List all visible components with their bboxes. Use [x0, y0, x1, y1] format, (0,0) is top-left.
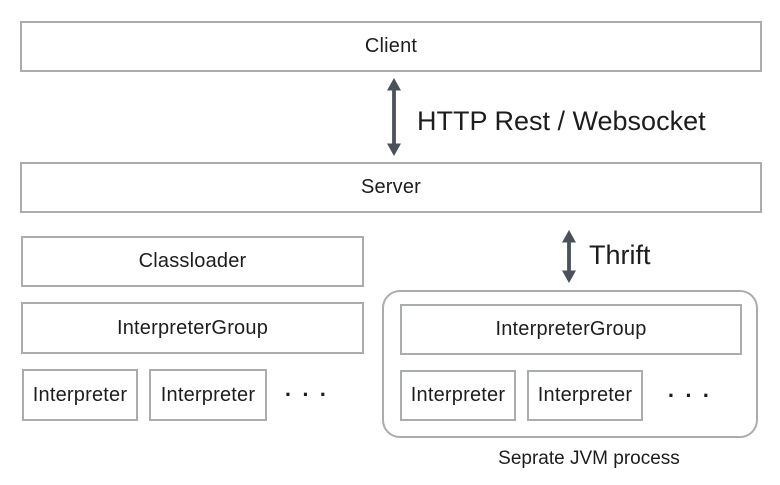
- arrow-shaft: [567, 240, 571, 273]
- interpreter-right-node-1: Interpreter: [400, 370, 516, 421]
- arrow-head-up: [562, 230, 576, 243]
- http-rest-websocket-label: HTTP Rest / Websocket: [417, 106, 706, 136]
- interpreter-right-label-2: Interpreter: [537, 384, 633, 406]
- interpreter-left-node-2: Interpreter: [149, 369, 267, 421]
- ellipsis-left: · · ·: [284, 382, 330, 407]
- classloader-node: Classloader: [21, 236, 364, 287]
- server-node-label: Server: [360, 176, 422, 198]
- thrift-label: Thrift: [589, 240, 651, 270]
- interpreter-group-left-label: InterpreterGroup: [116, 316, 269, 339]
- ellipsis-right: · · ·: [667, 382, 713, 408]
- interpreter-right-node-2: Interpreter: [527, 370, 643, 421]
- interpreter-group-left-node: InterpreterGroup: [21, 302, 364, 354]
- interpreter-group-right-label: InterpreterGroup: [495, 318, 647, 340]
- jvm-process-caption: Seprate JVM process: [498, 448, 680, 469]
- classloader-node-label: Classloader: [138, 250, 247, 272]
- arrow-head-up: [387, 78, 401, 91]
- arrow-head-down: [562, 270, 576, 283]
- interpreter-left-node-1: Interpreter: [22, 369, 138, 421]
- interpreter-left-label-2: Interpreter: [160, 383, 256, 406]
- interpreter-group-right-node: InterpreterGroup: [400, 304, 742, 355]
- interpreter-left-label-1: Interpreter: [32, 383, 128, 406]
- thrift-double-arrow-icon: [562, 230, 576, 283]
- client-node: Client: [20, 21, 762, 72]
- interpreter-right-label-1: Interpreter: [410, 384, 506, 406]
- http-double-arrow-icon: [387, 78, 401, 156]
- arrow-head-down: [387, 143, 401, 156]
- client-node-label: Client: [364, 35, 418, 57]
- arrow-shaft: [392, 88, 396, 146]
- server-node: Server: [20, 162, 762, 213]
